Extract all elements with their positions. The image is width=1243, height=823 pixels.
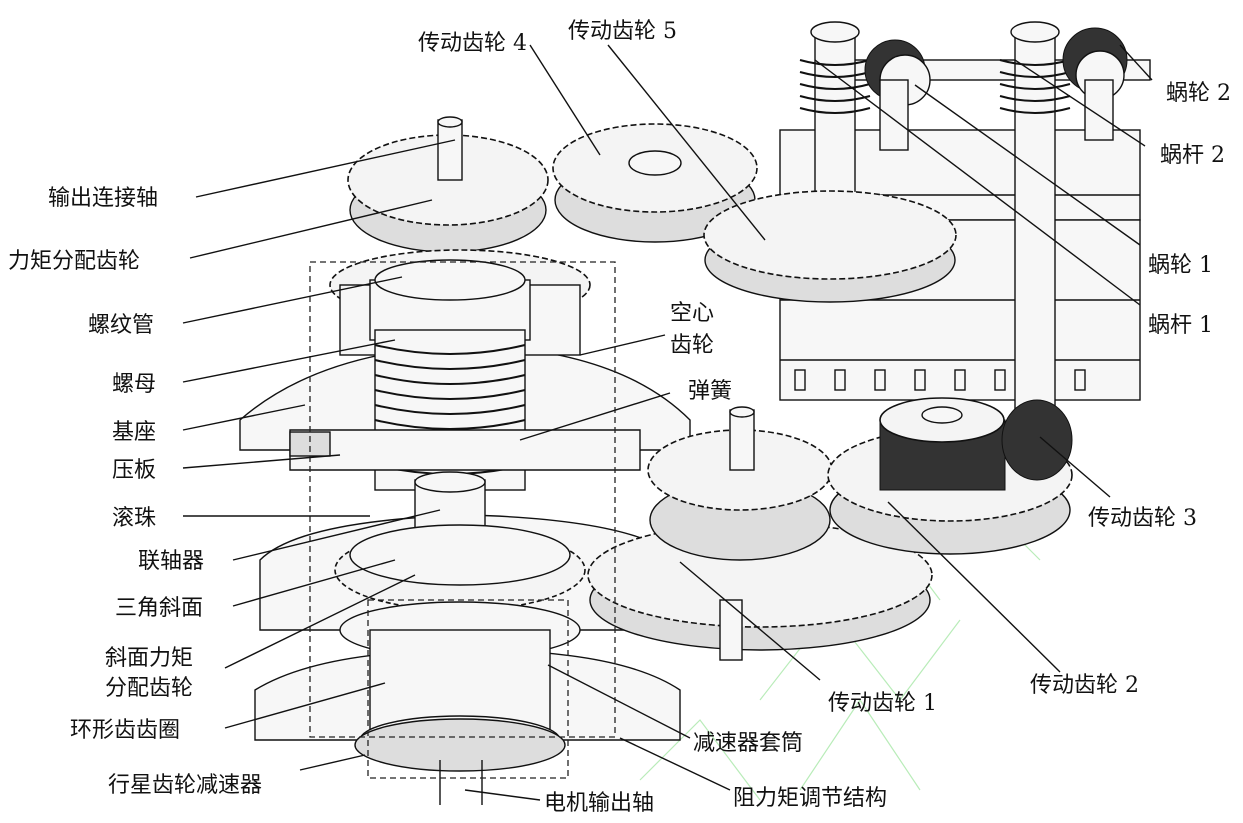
label-worm-2: 蜗杆 2 — [1160, 143, 1225, 168]
transmission-gear-3 — [879, 397, 1073, 491]
transmission-gear-large — [703, 190, 957, 303]
transmission-gear-4 — [347, 116, 549, 253]
label-motor-shaft: 电机输出轴 — [544, 791, 654, 816]
label-ball: 滚珠 — [112, 506, 156, 531]
resistance-structure-box — [309, 261, 616, 738]
label-screw-tube: 螺纹管 — [88, 313, 154, 338]
leader-lines — [182, 44, 1153, 801]
transmission-gear-5 — [552, 123, 758, 243]
label-base: 基座 — [112, 420, 156, 445]
label-ring-gear: 环形齿齿圈 — [70, 718, 180, 743]
label-slope-gear-2: 分配齿轮 — [105, 676, 193, 701]
label-press-plate: 压板 — [112, 458, 156, 483]
reducer-box — [367, 599, 569, 779]
label-output-shaft: 输出连接轴 — [48, 186, 158, 211]
slope-torque-gear — [334, 524, 586, 611]
label-reducer-sleeve: 减速器套筒 — [693, 731, 803, 756]
label-resistance-adj: 阻力矩调节结构 — [733, 786, 887, 811]
label-worm-1: 蜗杆 1 — [1148, 313, 1213, 338]
transmission-gear-small — [647, 406, 833, 661]
labels: 输出连接轴 力矩分配齿轮 螺纹管 螺母 基座 压板 滚珠 联轴器 三角斜面 斜面… — [8, 19, 1231, 816]
label-gear-1: 传动齿轮 1 — [828, 691, 937, 716]
label-planetary: 行星齿轮减速器 — [108, 773, 262, 798]
label-hollow-2: 齿轮 — [670, 333, 714, 358]
label-coupling: 联轴器 — [138, 549, 204, 574]
motor-output-shaft — [439, 760, 483, 805]
label-worm-wheel-1: 蜗轮 1 — [1148, 253, 1213, 278]
label-spring: 弹簧 — [688, 379, 732, 404]
label-worm-wheel-2: 蜗轮 2 — [1166, 81, 1231, 106]
label-hollow-1: 空心 — [670, 301, 714, 326]
label-triangle-slope: 三角斜面 — [115, 596, 203, 621]
label-nut: 螺母 — [112, 372, 156, 397]
worm-wheel-1 — [864, 39, 931, 151]
label-gear-2: 传动齿轮 2 — [1030, 673, 1139, 698]
label-torque-gear: 力矩分配齿轮 — [8, 249, 140, 274]
label-slope-gear-1: 斜面力矩 — [105, 646, 193, 671]
label-gear-3: 传动齿轮 3 — [1088, 506, 1197, 531]
press-plate — [289, 429, 641, 471]
label-gear-4: 传动齿轮 4 — [418, 31, 527, 56]
planetary-reducer — [339, 601, 581, 772]
worm-wheel-2 — [1062, 27, 1128, 141]
label-gear-5: 传动齿轮 5 — [568, 19, 677, 44]
